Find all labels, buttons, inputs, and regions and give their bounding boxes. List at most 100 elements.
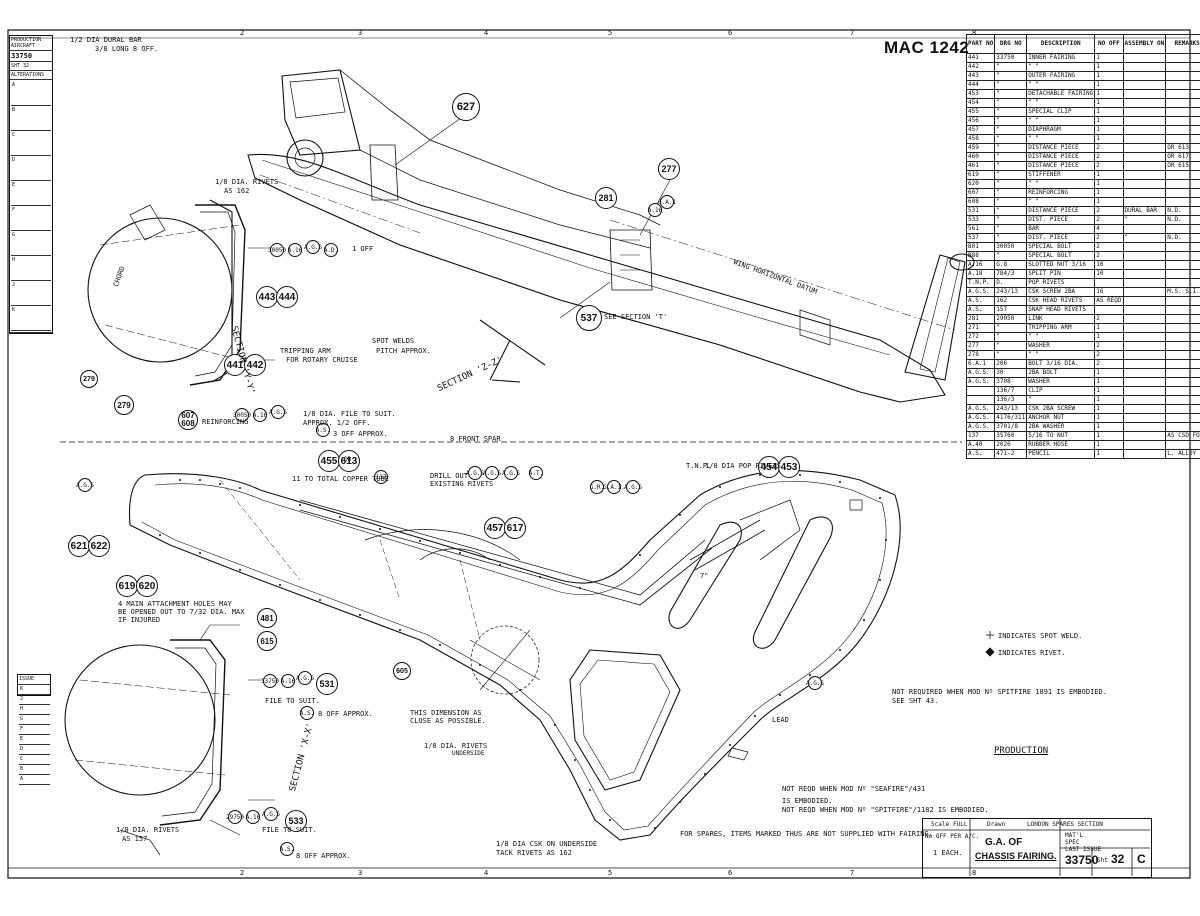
parts-cell: DISTANCE PIECE bbox=[1026, 152, 1096, 162]
zone-marker: 3 bbox=[358, 869, 363, 877]
parts-cell bbox=[1122, 296, 1167, 306]
parts-cell: 278 bbox=[965, 350, 996, 360]
zone-marker: 7 bbox=[850, 869, 855, 877]
label-csk-rivets: 1/8 DIA CSK ON UNDERSIDE bbox=[496, 840, 598, 848]
parts-row: 278"" "2 bbox=[965, 350, 1200, 360]
parts-cell bbox=[1122, 224, 1167, 234]
parts-cell: 3708 bbox=[994, 377, 1028, 387]
parts-cell: 281 bbox=[965, 314, 996, 324]
parts-cell: DETACHABLE FAIRING bbox=[1026, 89, 1096, 99]
parts-cell: " bbox=[994, 80, 1028, 90]
parts-cell: SNAP HEAD RIVETS bbox=[1026, 305, 1096, 315]
parts-cell: " bbox=[994, 323, 1028, 333]
parts-cell: A.G.S. bbox=[965, 404, 996, 414]
parts-cell bbox=[1122, 350, 1167, 360]
parts-row: 442"" "1 bbox=[965, 62, 1200, 72]
callout-442: 442 bbox=[244, 354, 266, 376]
parts-cell: 2 bbox=[1094, 233, 1124, 243]
parts-cell bbox=[1165, 305, 1200, 315]
parts-row: 608"" "1 bbox=[965, 197, 1200, 207]
callout-627: 627 bbox=[452, 93, 480, 121]
zone-marker: 4 bbox=[484, 869, 489, 877]
parts-cell bbox=[1122, 332, 1167, 342]
callout-537: 537 bbox=[576, 305, 602, 331]
callout-pair-454-453: 454 453 bbox=[758, 456, 800, 478]
callout-613: 613 bbox=[338, 450, 360, 472]
label-rivets: 1/8 DIA. RIVETS bbox=[215, 178, 279, 186]
parts-row: 458"" "1 bbox=[965, 134, 1200, 144]
ref-circle-as: A.S. bbox=[316, 423, 330, 437]
label-dural-bar-2: 3/8 LONG 8 OFF. bbox=[95, 45, 159, 53]
parts-cell: N.D. bbox=[1165, 233, 1200, 243]
label-off-approx-lower-2: 8 OFF APPROX. bbox=[296, 852, 351, 860]
parts-cell bbox=[1094, 278, 1124, 288]
parts-cell bbox=[1122, 323, 1167, 333]
parts-cell: " bbox=[994, 197, 1028, 207]
label-cutting-up: 11 TO TOTAL COPPER TUBE bbox=[292, 475, 389, 483]
callout-pair-441-442: 441 442 bbox=[224, 354, 266, 376]
parts-cell: " " bbox=[1026, 116, 1096, 126]
parts-cell: " bbox=[994, 71, 1028, 81]
parts-cell: 443 bbox=[965, 71, 996, 81]
parts-cell: DISTANCE PIECE bbox=[1026, 143, 1096, 153]
label-for-rotary: FOR ROTARY CRUISE bbox=[286, 356, 358, 364]
ref-circle-30050: 30050 bbox=[268, 243, 286, 257]
callout-279-b: 279 bbox=[80, 370, 98, 388]
parts-cell: 2 bbox=[1094, 215, 1124, 225]
parts-cell: " bbox=[994, 341, 1028, 351]
parts-cell: " bbox=[994, 62, 1028, 72]
parts-cell: 243/13 bbox=[994, 404, 1028, 414]
parts-cell bbox=[1165, 116, 1200, 126]
callout-533: 533 bbox=[285, 810, 307, 832]
parts-cell: INNER FAIRING bbox=[1026, 53, 1096, 63]
parts-cell: " bbox=[994, 170, 1028, 180]
parts-cell: " bbox=[994, 233, 1028, 243]
parts-cell: 2 bbox=[1094, 251, 1124, 261]
tb-drawing-number: 33750 bbox=[1065, 853, 1099, 867]
parts-cell: 1 bbox=[1094, 134, 1124, 144]
parts-cell: TRIPPING ARM bbox=[1026, 323, 1096, 333]
parts-cell bbox=[1165, 170, 1200, 180]
lower-plan-view bbox=[128, 470, 901, 841]
strip-mod-row: B bbox=[11, 106, 51, 131]
parts-cell: 157 bbox=[994, 305, 1028, 315]
legend-symbols bbox=[985, 631, 995, 657]
parts-cell: 608 bbox=[965, 197, 996, 207]
parts-cell: T.N.P. bbox=[965, 278, 996, 288]
parts-cell: PENCIL bbox=[1026, 449, 1096, 459]
parts-cell: 561 bbox=[965, 224, 996, 234]
parts-cell: 2 bbox=[1094, 206, 1124, 216]
callout-277: 277 bbox=[658, 158, 680, 180]
parts-cell: 4 bbox=[1094, 224, 1124, 234]
parts-cell bbox=[1165, 224, 1200, 234]
callout-pair-619-620: 619 620 bbox=[116, 575, 158, 597]
parts-cell: 243/13 bbox=[994, 287, 1028, 297]
callout-605: 605 bbox=[393, 662, 411, 680]
label-dim-7: 7" bbox=[700, 572, 709, 580]
callout-621: 621 bbox=[68, 535, 90, 557]
parts-cell: A.16 bbox=[965, 260, 996, 270]
issue-title: ISSUE bbox=[18, 675, 50, 685]
parts-cell: " bbox=[1026, 395, 1096, 405]
legend-rivet: INDICATES RIVET. bbox=[998, 649, 1066, 657]
parts-cell: 2BA BOLT bbox=[1026, 368, 1096, 378]
rivet-pattern bbox=[159, 474, 887, 829]
parts-cell bbox=[1165, 98, 1200, 108]
parts-cell: 1 bbox=[1094, 89, 1124, 99]
note-not-required-2: SEE SHT 43. bbox=[892, 697, 939, 705]
parts-cell: 136/7 bbox=[994, 386, 1028, 396]
parts-cell bbox=[1122, 179, 1167, 189]
parts-cell: L. ALLOY bbox=[1165, 449, 1200, 459]
parts-cell: 1 bbox=[1094, 377, 1124, 387]
parts-cell bbox=[1122, 341, 1167, 351]
parts-cell bbox=[1122, 278, 1167, 288]
